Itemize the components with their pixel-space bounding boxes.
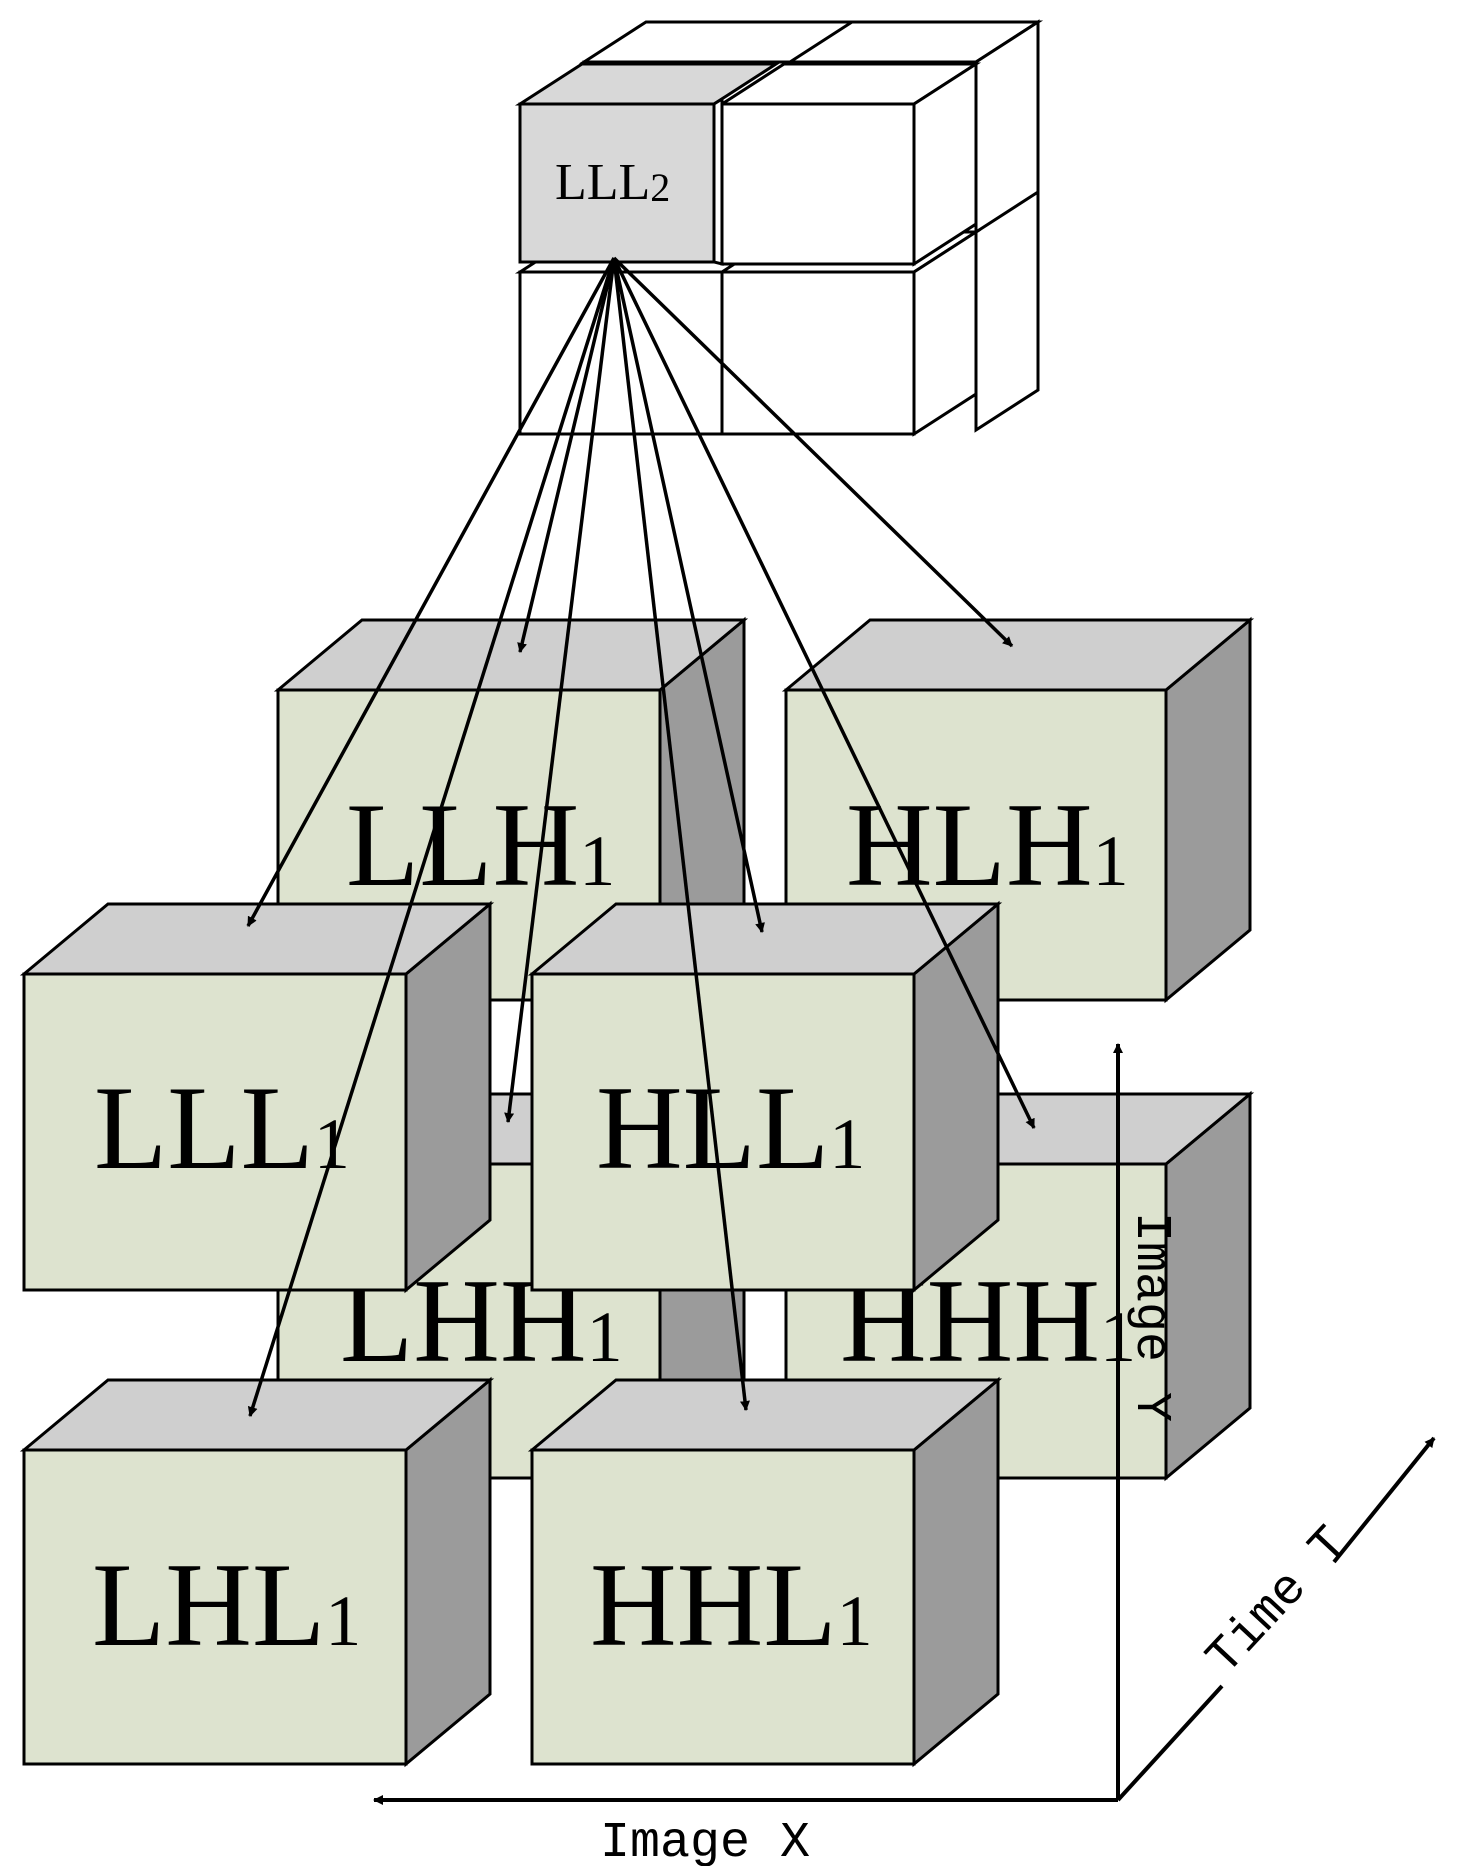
arrow-to-hll1 <box>612 257 765 933</box>
level1-cube-lhl1: LHL1 <box>19 1376 495 1768</box>
level2-cube-lll2: LLL2 <box>514 62 782 266</box>
level2-cube-back-bottom-right <box>974 189 1040 433</box>
level2-cube-front-top-right <box>716 61 982 267</box>
hhl1-label: HHL1 <box>590 1538 873 1671</box>
arrow-to-hlh1 <box>612 256 1014 648</box>
t-axis-line-upper <box>1332 1436 1436 1564</box>
level1-cube-hhl1: HHL1 <box>527 1376 1003 1768</box>
hlh1-label: HLH1 <box>846 778 1129 911</box>
level1-cube-lll1: LLL1 <box>19 900 495 1294</box>
parent-child-arrows <box>246 256 1036 1417</box>
lhl1-label: LHL1 <box>92 1538 361 1671</box>
llh1-label: LLH1 <box>346 778 615 911</box>
lll1-label: LLL1 <box>94 1061 350 1194</box>
arrow-to-llh1 <box>517 257 616 653</box>
lll2-label: LLL2 <box>555 154 670 211</box>
arrow-to-lhl1 <box>247 257 616 1417</box>
arrow-to-lll1 <box>246 257 616 927</box>
arrow-to-lhh1 <box>504 257 616 1123</box>
level2-cube-block: LLL2 <box>514 19 1044 437</box>
arrow-to-hhl1 <box>612 257 750 1411</box>
hll1-label: HLL1 <box>596 1061 865 1194</box>
t-axis-line <box>1116 1684 1224 1802</box>
y-axis-label: Image Y <box>1122 1212 1179 1422</box>
arrow-to-hhh1 <box>612 257 1036 1129</box>
t-axis-label: Time T <box>1196 1516 1360 1687</box>
x-axis-label: Image X <box>600 1815 810 1866</box>
level1-cube-hll1: HLL1 <box>527 900 1003 1294</box>
